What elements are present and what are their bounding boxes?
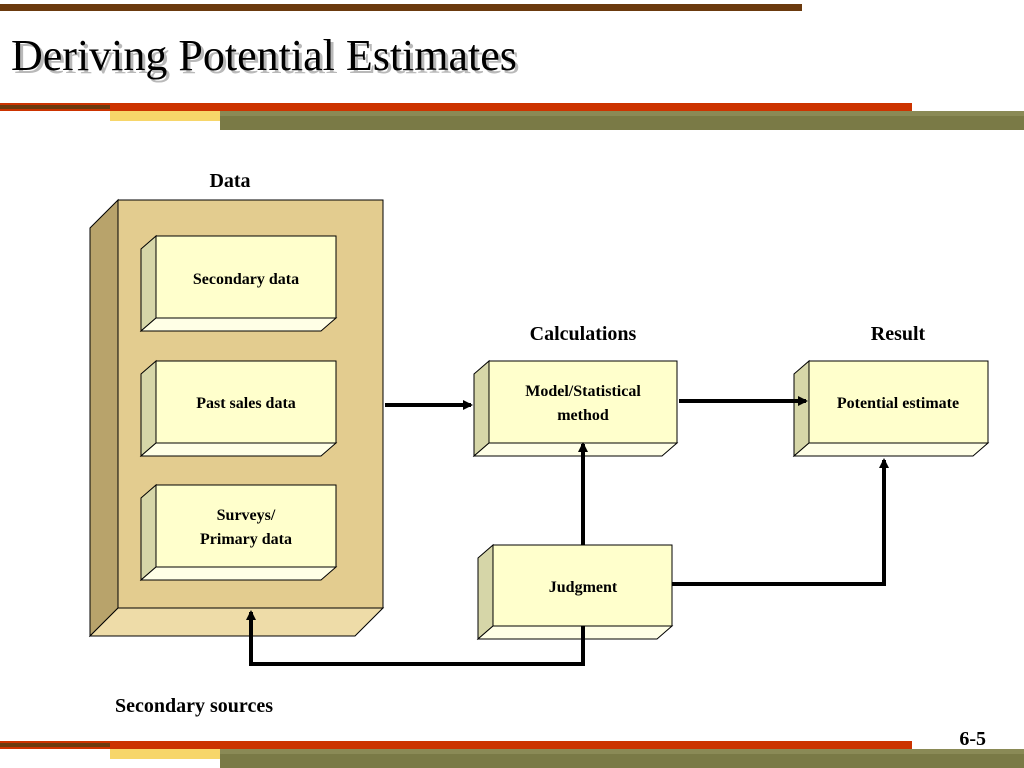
judgment-label: Judgment: [549, 579, 618, 596]
secondary-data-label: Secondary data: [193, 271, 299, 288]
page-title: Deriving Potential Estimates: [11, 31, 517, 80]
model-label-line2: method: [557, 407, 609, 424]
model-label-line1: Model/Statistical: [525, 383, 641, 400]
past-sales-data-box: Past sales data: [139, 359, 338, 458]
arrow-judgment-to-data: [246, 610, 585, 666]
surveys-label-line1: Surveys/: [217, 507, 276, 524]
arrow-judgment-to-estimate: [672, 458, 889, 586]
label-data: Data: [209, 170, 250, 192]
label-calculations: Calculations: [530, 323, 637, 345]
potential-estimate-label: Potential estimate: [837, 395, 959, 412]
bottom-divider: [0, 741, 1024, 768]
judgment-box: Judgment: [476, 543, 674, 641]
surveys-label-line2: Primary data: [200, 531, 292, 548]
page-title-shadow: Deriving Potential Estimates: [14, 34, 520, 83]
label-secondary-sources: Secondary sources: [115, 695, 273, 717]
potential-estimate-box: Potential estimate: [792, 359, 990, 458]
secondary-data-box: Secondary data: [139, 234, 338, 333]
label-result: Result: [871, 323, 926, 345]
top-bar: [0, 4, 802, 11]
past-sales-data-label: Past sales data: [196, 395, 296, 412]
model-statistical-method-box: Model/Statistical method: [472, 359, 679, 458]
page-number: 6-5: [959, 728, 986, 750]
title-divider: [0, 103, 1024, 130]
surveys-primary-data-box: Surveys/ Primary data: [139, 483, 338, 582]
